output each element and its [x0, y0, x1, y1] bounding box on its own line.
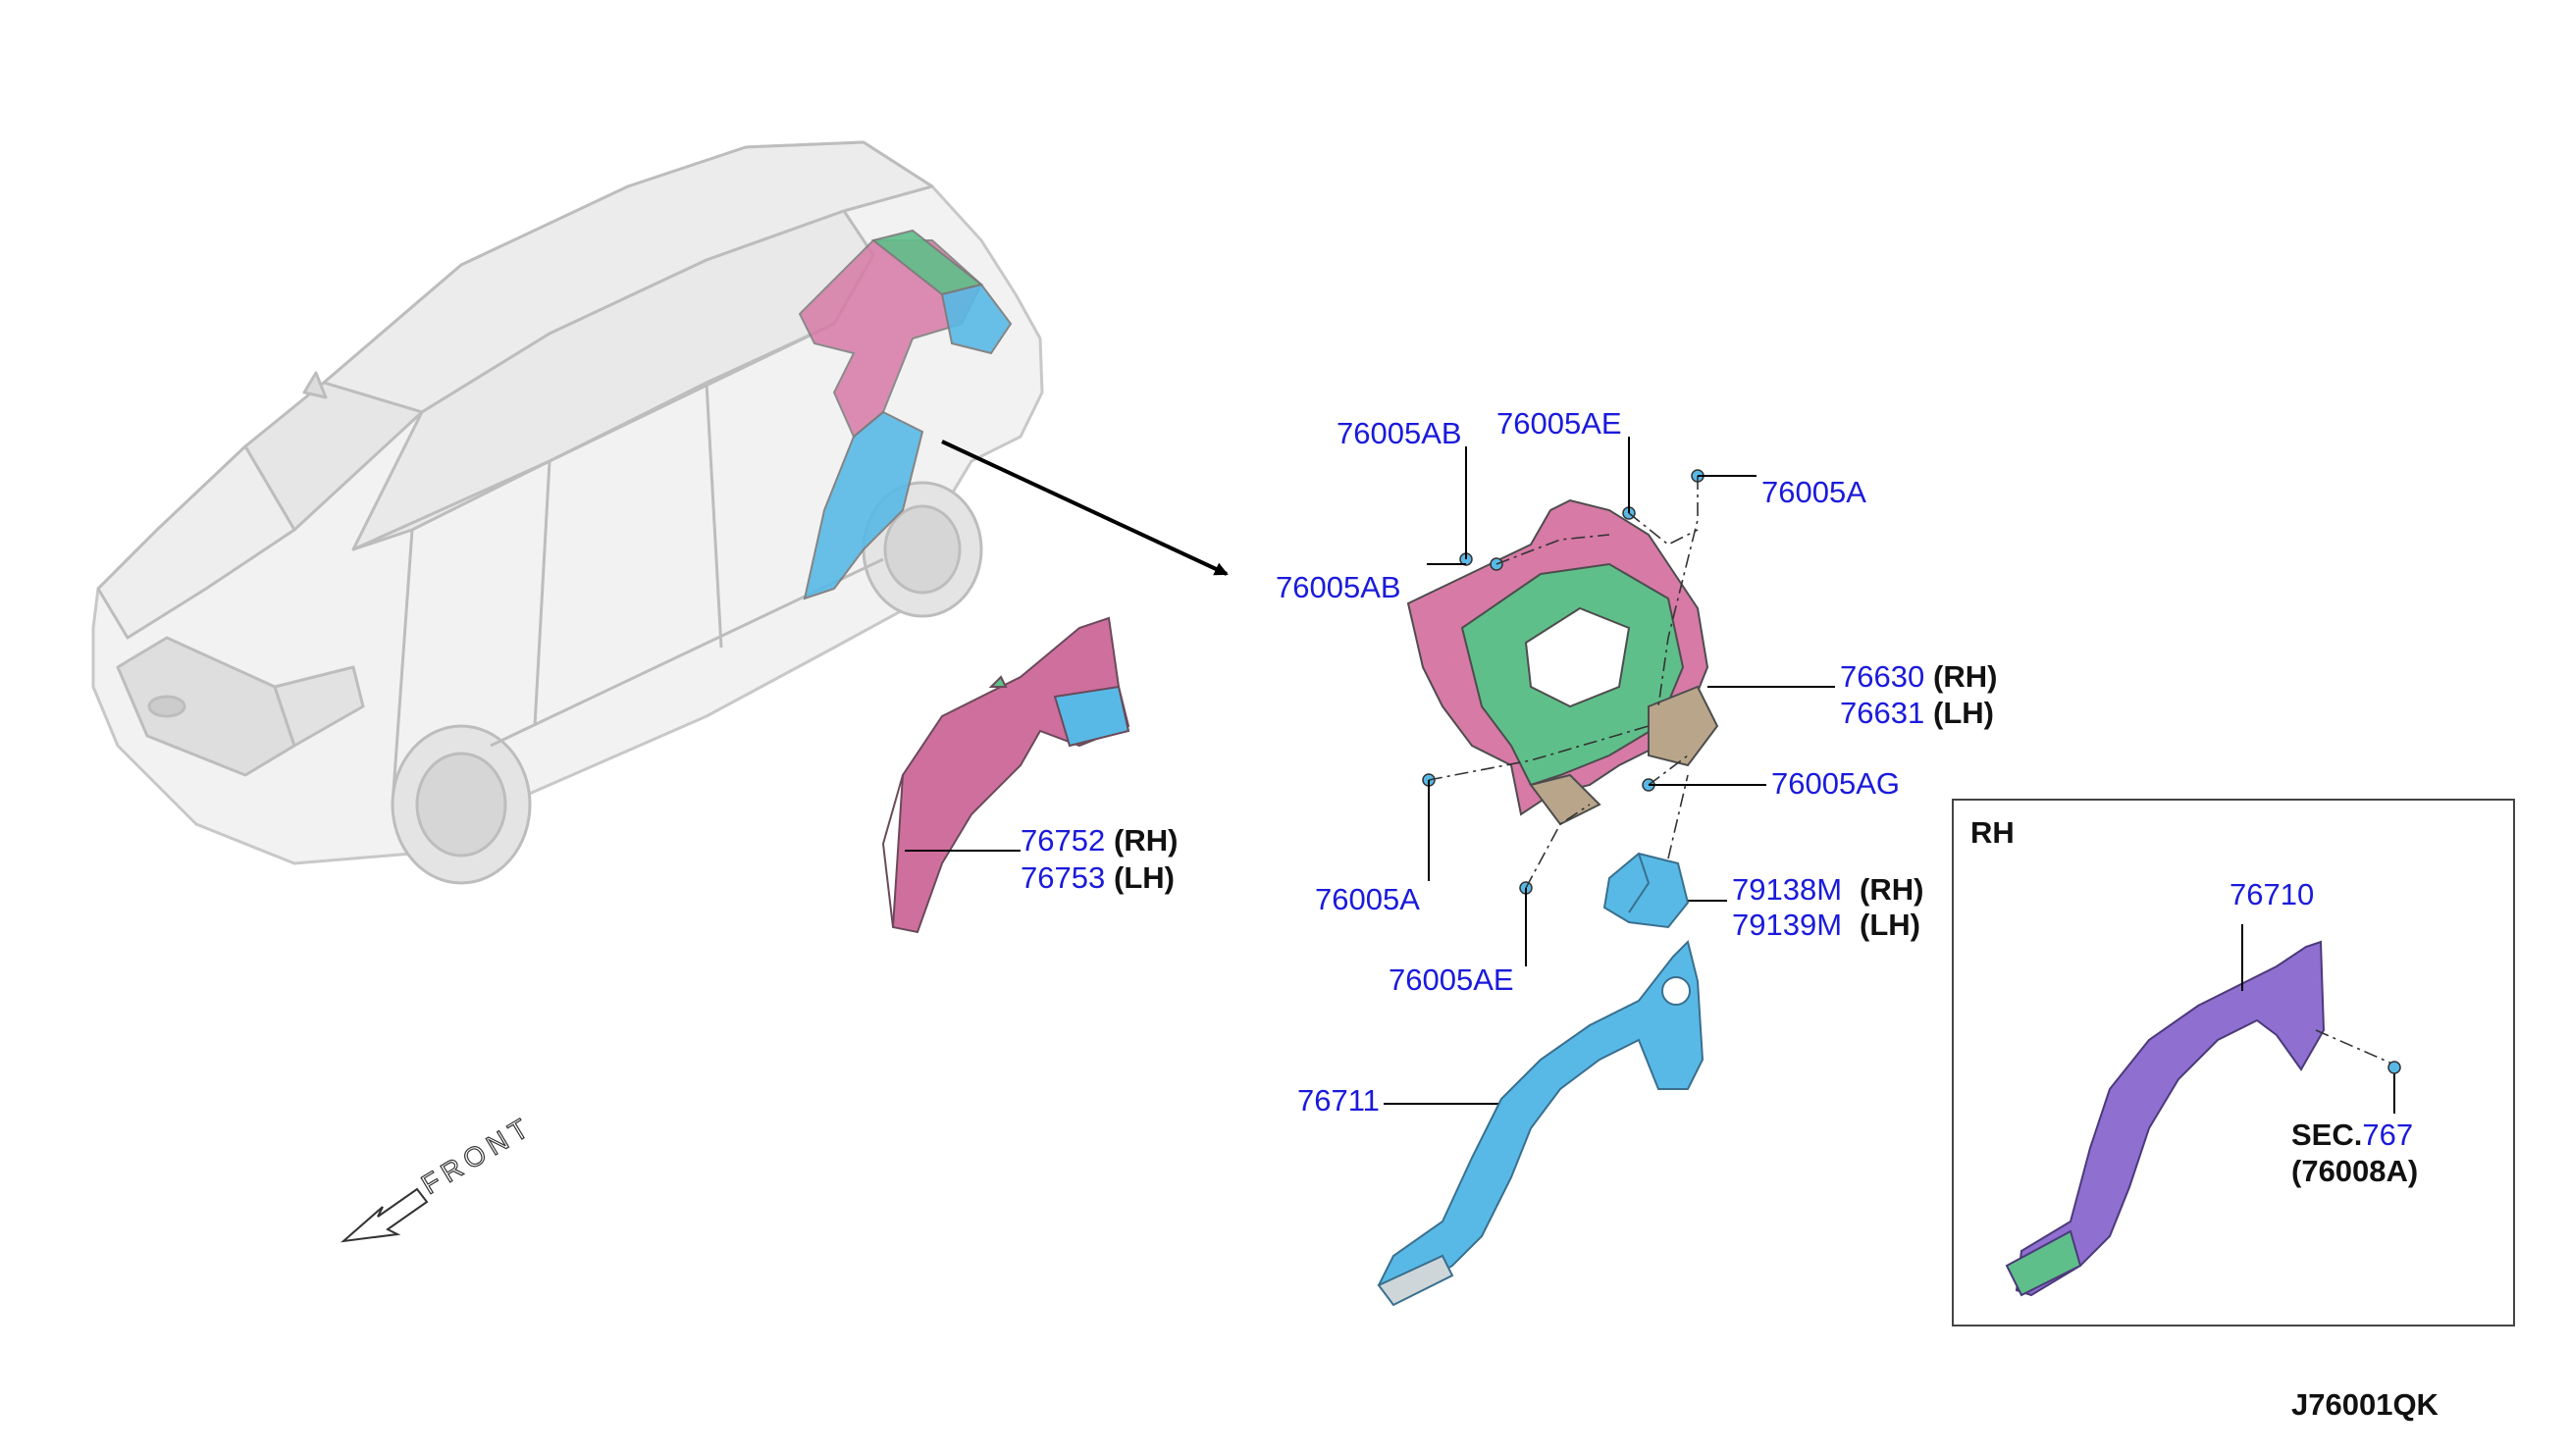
label-79138M: 79138M: [1732, 872, 1843, 907]
label-76753-side: (LH): [1114, 860, 1175, 895]
front-label: FRONT: [416, 1110, 538, 1200]
label-79139M-side: (LH): [1860, 908, 1920, 942]
label-76630-side: (RH): [1933, 659, 1998, 694]
sec-reference: SEC.767: [2291, 1118, 2413, 1152]
label-76752: 76752: [1021, 823, 1106, 858]
label-76630: 76630: [1840, 659, 1925, 694]
label-76005AE-bot: 76005AE: [1389, 962, 1514, 997]
assembly-lines: [1428, 476, 1699, 889]
sec-prefix: SEC.: [2291, 1118, 2363, 1152]
label-76005A-top: 76005A: [1761, 475, 1866, 509]
label-76631-side: (LH): [1933, 696, 1994, 730]
front-direction-arrow-icon: [340, 1187, 429, 1243]
diagram-code: J76001QK: [2291, 1387, 2439, 1422]
label-76005AB-mid: 76005AB: [1276, 570, 1401, 604]
label-76005A-bot: 76005A: [1315, 882, 1420, 916]
leader-lines: [1384, 437, 1835, 1105]
label-79139M: 79139M: [1732, 908, 1843, 942]
part-76710-inset: [2005, 940, 2326, 1297]
label-76753: 76753: [1021, 860, 1106, 895]
rh-inset-box: [1952, 799, 2515, 1326]
part-76752-wheelhouse-inner: [881, 616, 1130, 934]
part-76711-wheel-arch: [1377, 940, 1705, 1307]
label-76711: 76711: [1297, 1083, 1380, 1118]
label-79138M-side: (RH): [1860, 872, 1924, 907]
label-76631: 76631: [1840, 696, 1925, 730]
inset-title: RH: [1970, 815, 2015, 850]
inset-clip: [2387, 1061, 2401, 1074]
label-76752-side: (RH): [1114, 823, 1179, 858]
label-76005AB-top: 76005AB: [1337, 416, 1462, 450]
sec-ref-part: (76008A): [2291, 1154, 2419, 1188]
part-79138M-bracket: [1602, 852, 1690, 929]
inset-lines: [2241, 924, 2395, 1114]
label-76005AG: 76005AG: [1771, 766, 1900, 801]
label-76710: 76710: [2229, 877, 2315, 911]
detail-arrow: [941, 440, 1229, 576]
sec-number[interactable]: 767: [2362, 1118, 2414, 1152]
part-76630-quarter-inner: [1406, 498, 1719, 826]
vehicle-highlight-panels: [798, 229, 1013, 600]
label-76005AE-top: 76005AE: [1496, 406, 1622, 441]
